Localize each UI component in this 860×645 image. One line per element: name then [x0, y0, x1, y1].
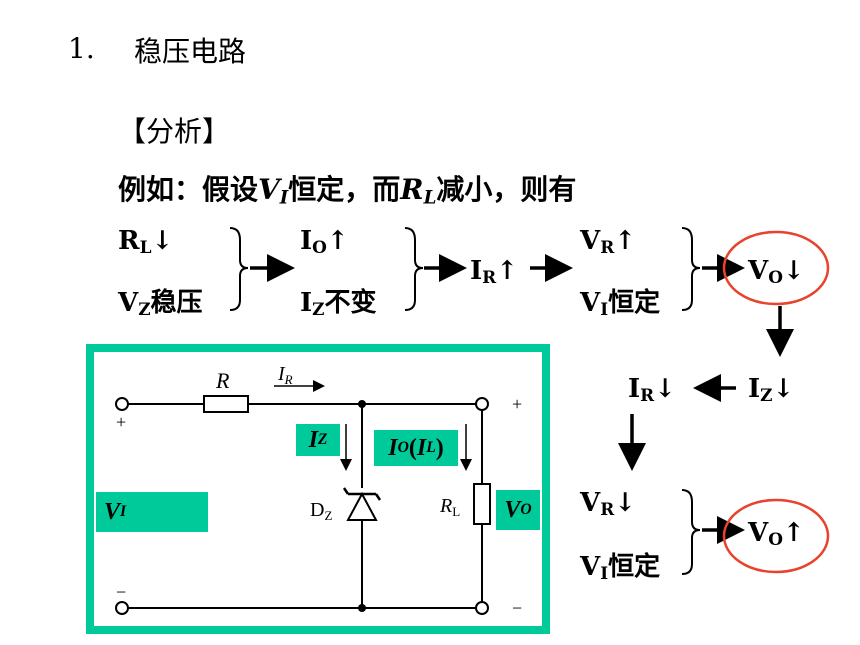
section-title: 稳压电路	[134, 35, 247, 68]
resistor-r	[203, 395, 249, 413]
highlight-circle-vo-up	[722, 498, 830, 574]
minus-right: −	[512, 598, 522, 618]
plus-left: +	[116, 412, 126, 432]
rl-down-label: RL↓	[118, 226, 174, 258]
dz-label: DZ	[310, 499, 332, 523]
brace-3	[681, 227, 701, 311]
circuit-canvas	[94, 352, 542, 626]
vi-constant-label-1: VI恒定	[580, 288, 661, 320]
circuit-panel	[86, 344, 550, 634]
terminal-in-top	[115, 397, 129, 411]
highlight-circle-vo-down	[722, 230, 830, 306]
vz-stable-label: VZ稳压	[118, 288, 203, 320]
terminal-out-bottom	[475, 601, 489, 615]
example-sentence: 例如：假设VI恒定，而RL减小，则有	[118, 173, 577, 209]
iz-down-label: IZ↓	[748, 374, 795, 406]
brace-2	[404, 227, 424, 311]
ir-down-label: IR↓	[628, 374, 677, 406]
section-number: 1.	[68, 32, 95, 65]
vo-up-label: VO↑	[748, 518, 805, 550]
rl-circuit-label: RL	[439, 495, 460, 519]
io-up-label: IO↑	[300, 226, 349, 258]
minus-left: −	[116, 582, 126, 602]
terminal-out-top	[475, 397, 489, 411]
zener-diode	[346, 491, 378, 521]
brace-1	[229, 227, 249, 311]
vi-constant-label-2: VI恒定	[580, 552, 661, 584]
brace-4	[681, 489, 701, 575]
vr-up-label: VR↑	[580, 226, 637, 258]
ir-up-label: IR↑	[470, 256, 519, 288]
analysis-label: 【分析】	[118, 115, 231, 148]
resistor-r-label: R	[215, 368, 230, 393]
terminal-in-bottom	[115, 601, 129, 615]
resistor-rl	[473, 483, 491, 525]
circuit-diagram: R IR DZ RL + − + −	[115, 363, 522, 618]
ir-label: IR	[277, 363, 293, 387]
iz-constant-label: IZ不变	[300, 288, 377, 320]
plus-right: +	[512, 394, 522, 414]
vr-down-label: VR↓	[580, 488, 637, 520]
vo-down-label: VO↓	[748, 256, 805, 288]
